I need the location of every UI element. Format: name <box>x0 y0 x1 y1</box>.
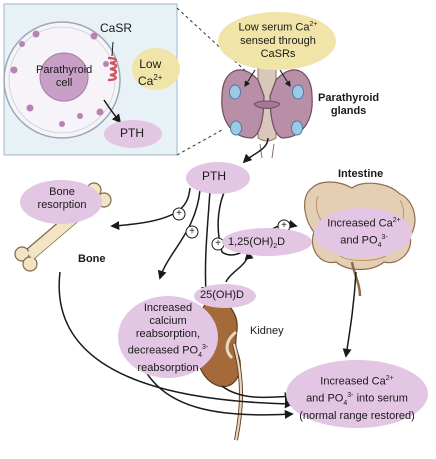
calcitriol-label: 1,25(OH)2D <box>228 236 286 251</box>
intestine-effect-label: Increased Ca2+ and PO43- <box>327 217 401 249</box>
highlight-low-ca <box>132 48 180 90</box>
sensing-label: Low serum Ca2+ sensed through CaSRs <box>238 21 318 60</box>
parathyroid-glands-label: Parathyroid glands <box>318 92 380 117</box>
plus-sign: + <box>281 220 287 231</box>
calcidiol-label: 25(OH)D <box>200 289 245 301</box>
low-calcium-label: Low Ca2+ <box>138 57 163 88</box>
highlight-calcitriol <box>222 228 312 256</box>
casr-receptor-icon <box>107 41 118 82</box>
plus-sign: + <box>215 238 221 249</box>
serum-outcome-label: Increased Ca2+ and PO43- into serum (nor… <box>299 375 415 422</box>
pth-inset-label: PTH <box>120 126 144 140</box>
renal-effect-label: Increased calcium reabsorption, decrease… <box>127 302 209 374</box>
highlight-serum-outcome <box>286 360 428 428</box>
highlight-sensing <box>218 12 336 70</box>
pth-center-label: PTH <box>202 169 226 183</box>
highlight-calcidiol <box>194 284 256 308</box>
intestine-label: Intestine <box>338 168 384 180</box>
kidney-label: Kidney <box>250 325 284 337</box>
plus-sign: + <box>189 226 195 237</box>
highlight-pth-inset <box>104 120 162 148</box>
thyroid-gland-icon <box>221 55 313 159</box>
highlight-renal-effect <box>118 296 218 378</box>
bone-label: Bone <box>78 253 106 265</box>
parathyroid-cell-label: Parathyroid cell <box>36 64 93 89</box>
parathyroid-cell-icon <box>3 21 121 139</box>
bone-resorption-label: Bone resorption <box>37 186 87 211</box>
highlight-pth-center <box>186 162 250 194</box>
highlight-bone-resorption <box>20 180 102 224</box>
plus-sign: + <box>176 208 182 219</box>
plus-circles <box>172 207 291 251</box>
highlight-intestine-effect <box>314 208 412 258</box>
casr-label: CaSR <box>100 21 133 35</box>
